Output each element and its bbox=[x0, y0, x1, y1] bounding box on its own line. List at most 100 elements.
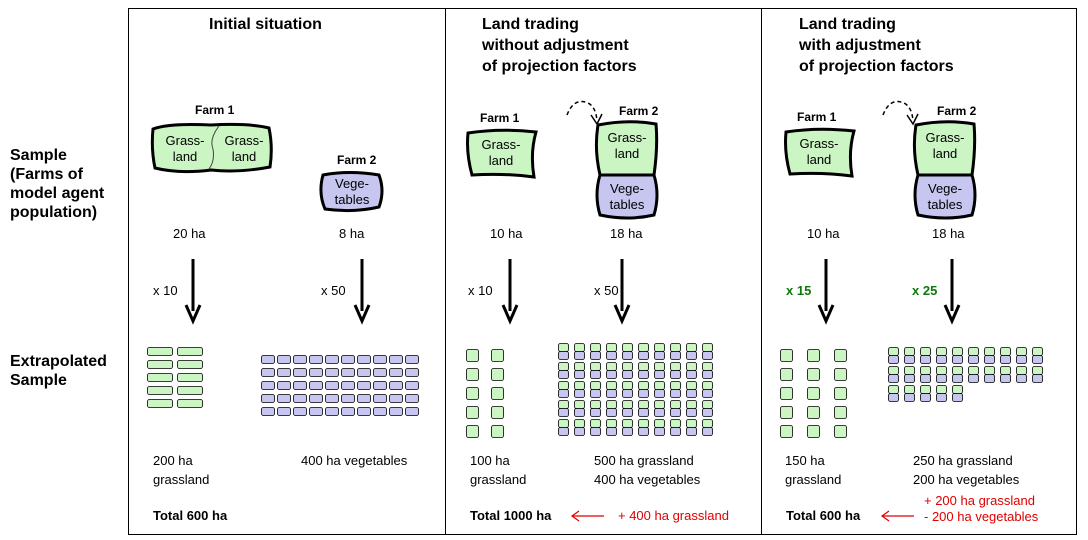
farm2-down-arrow bbox=[943, 259, 961, 325]
farm-copy-tile bbox=[309, 407, 323, 416]
farm2-combined-shape bbox=[594, 120, 659, 220]
farm1-size: 20 ha bbox=[173, 226, 206, 241]
result1-text: 200 ha grassland bbox=[153, 451, 209, 489]
farm-copy-tile bbox=[654, 400, 665, 417]
farm-copy-tile bbox=[574, 381, 585, 398]
farm1-grassland-shape bbox=[784, 127, 856, 178]
farm-copy-tile bbox=[834, 368, 847, 381]
farm-copy-tile bbox=[670, 362, 681, 379]
sample-row-label: Sample (Farms of model agent population) bbox=[10, 146, 104, 222]
farm-copy-tile bbox=[834, 425, 847, 438]
farm-copy-tile bbox=[277, 355, 291, 364]
tile-grid-svg bbox=[780, 349, 847, 438]
farm-copy-tile bbox=[807, 368, 820, 381]
farm-copy-tile bbox=[606, 362, 617, 379]
farm-copy-tile bbox=[405, 368, 419, 377]
farm1-down-arrow bbox=[817, 259, 835, 325]
farm-copy-tile bbox=[622, 362, 633, 379]
farm-copy-tile bbox=[834, 406, 847, 419]
result-line: grassland bbox=[470, 472, 527, 487]
row-label-line: model agent bbox=[10, 185, 105, 202]
row-label-line: Sample bbox=[10, 372, 67, 389]
farm-copy-tile bbox=[558, 419, 569, 436]
result-line: 200 ha bbox=[153, 453, 193, 468]
panel-initial-situation: Initial situation Farm 1 Grass- land Gra… bbox=[128, 8, 446, 535]
farm-copy-tile bbox=[261, 407, 275, 416]
tile-grid-svg bbox=[888, 347, 1043, 402]
farm-copy-tile bbox=[389, 381, 403, 390]
land-transfer-arrow-icon bbox=[882, 100, 919, 126]
farm-copy-tile bbox=[491, 368, 504, 381]
farm2-vegetables-shape bbox=[319, 171, 384, 213]
farm-copy-tile bbox=[952, 385, 963, 402]
farm-copy-tile bbox=[147, 373, 173, 382]
farm-copy-tile bbox=[309, 394, 323, 403]
farm-copy-tile bbox=[968, 347, 979, 364]
farm-copy-tile bbox=[622, 343, 633, 360]
result-line: 150 ha bbox=[785, 453, 825, 468]
farm-copy-tile bbox=[606, 419, 617, 436]
farm-copy-tile bbox=[590, 419, 601, 436]
farm-copy-tile bbox=[491, 425, 504, 438]
farm-copy-tile bbox=[466, 349, 479, 362]
farm-copy-tile bbox=[1016, 347, 1027, 364]
farm1-label: Farm 1 bbox=[480, 111, 520, 125]
tile-grid-svg bbox=[147, 347, 203, 408]
farm-copy-tile bbox=[904, 366, 915, 383]
farm-copy-tile bbox=[622, 400, 633, 417]
farm-copy-tile bbox=[373, 381, 387, 390]
farm-copy-tile bbox=[357, 381, 371, 390]
row-label-line: Extrapolated bbox=[10, 353, 107, 370]
farm-copy-tile bbox=[590, 362, 601, 379]
farm-copy-tile bbox=[834, 387, 847, 400]
farm-copy-tile bbox=[590, 381, 601, 398]
farm-copy-tile bbox=[702, 362, 713, 379]
farm-copy-tile bbox=[341, 368, 355, 377]
farm-copy-tile bbox=[277, 381, 291, 390]
result-line: 200 ha vegetables bbox=[913, 472, 1020, 487]
farm-copy-tile bbox=[261, 355, 275, 364]
farm-copy-tile bbox=[638, 343, 649, 360]
farm1-size: 10 ha bbox=[490, 226, 523, 241]
farm1-multiplier: x 10 bbox=[153, 283, 178, 298]
farm1-multiplier: x 10 bbox=[468, 283, 493, 298]
farm-copy-tile bbox=[389, 407, 403, 416]
panel-title: Initial situation bbox=[209, 16, 322, 33]
farm-copy-tile bbox=[293, 407, 307, 416]
farm-copy-tile bbox=[936, 385, 947, 402]
total-area: Total 1000 ha bbox=[470, 508, 552, 523]
farm-copy-tile bbox=[654, 343, 665, 360]
farm-copy-tile bbox=[622, 419, 633, 436]
result-line: 250 ha grassland bbox=[913, 453, 1013, 468]
farm-copy-tile bbox=[920, 347, 931, 364]
farm-copy-tile bbox=[309, 381, 323, 390]
result-line: grassland bbox=[785, 472, 842, 487]
farm-copy-tile bbox=[261, 394, 275, 403]
farm-copy-tile bbox=[888, 347, 899, 364]
farm1-grassland-part-b: Grass- land bbox=[224, 133, 264, 164]
farm2-size: 18 ha bbox=[610, 226, 643, 241]
farm1-grassland-shape bbox=[150, 122, 273, 174]
farm-copy-tile bbox=[147, 399, 173, 408]
farm-copy-tile bbox=[277, 394, 291, 403]
farm2-label: Farm 2 bbox=[619, 104, 659, 118]
farm2-grassland-part: Grass- land bbox=[607, 130, 647, 161]
result2-text: 250 ha grassland 200 ha vegetables bbox=[913, 451, 1019, 489]
extrapolated-row-label: Extrapolated Sample bbox=[10, 352, 107, 390]
farm-copy-tile bbox=[590, 400, 601, 417]
result2-text: 400 ha vegetables bbox=[301, 451, 407, 470]
farm-copy-tile bbox=[491, 387, 504, 400]
total-area: Total 600 ha bbox=[786, 508, 861, 523]
farm-copy-tile bbox=[405, 355, 419, 364]
title-line: without adjustment bbox=[482, 37, 629, 54]
farm2-combined-shape bbox=[912, 120, 977, 220]
farm-copy-tile bbox=[670, 381, 681, 398]
farm-copy-tile bbox=[686, 343, 697, 360]
farm-copy-tile bbox=[261, 368, 275, 377]
left-arrow-icon bbox=[570, 510, 604, 522]
title-line: Land trading bbox=[482, 16, 579, 33]
farm-copy-tile bbox=[389, 394, 403, 403]
farm1-grassland-part-a: Grass- land bbox=[165, 133, 205, 164]
farm-copy-tile bbox=[920, 385, 931, 402]
row-label-line: Sample bbox=[10, 147, 67, 164]
